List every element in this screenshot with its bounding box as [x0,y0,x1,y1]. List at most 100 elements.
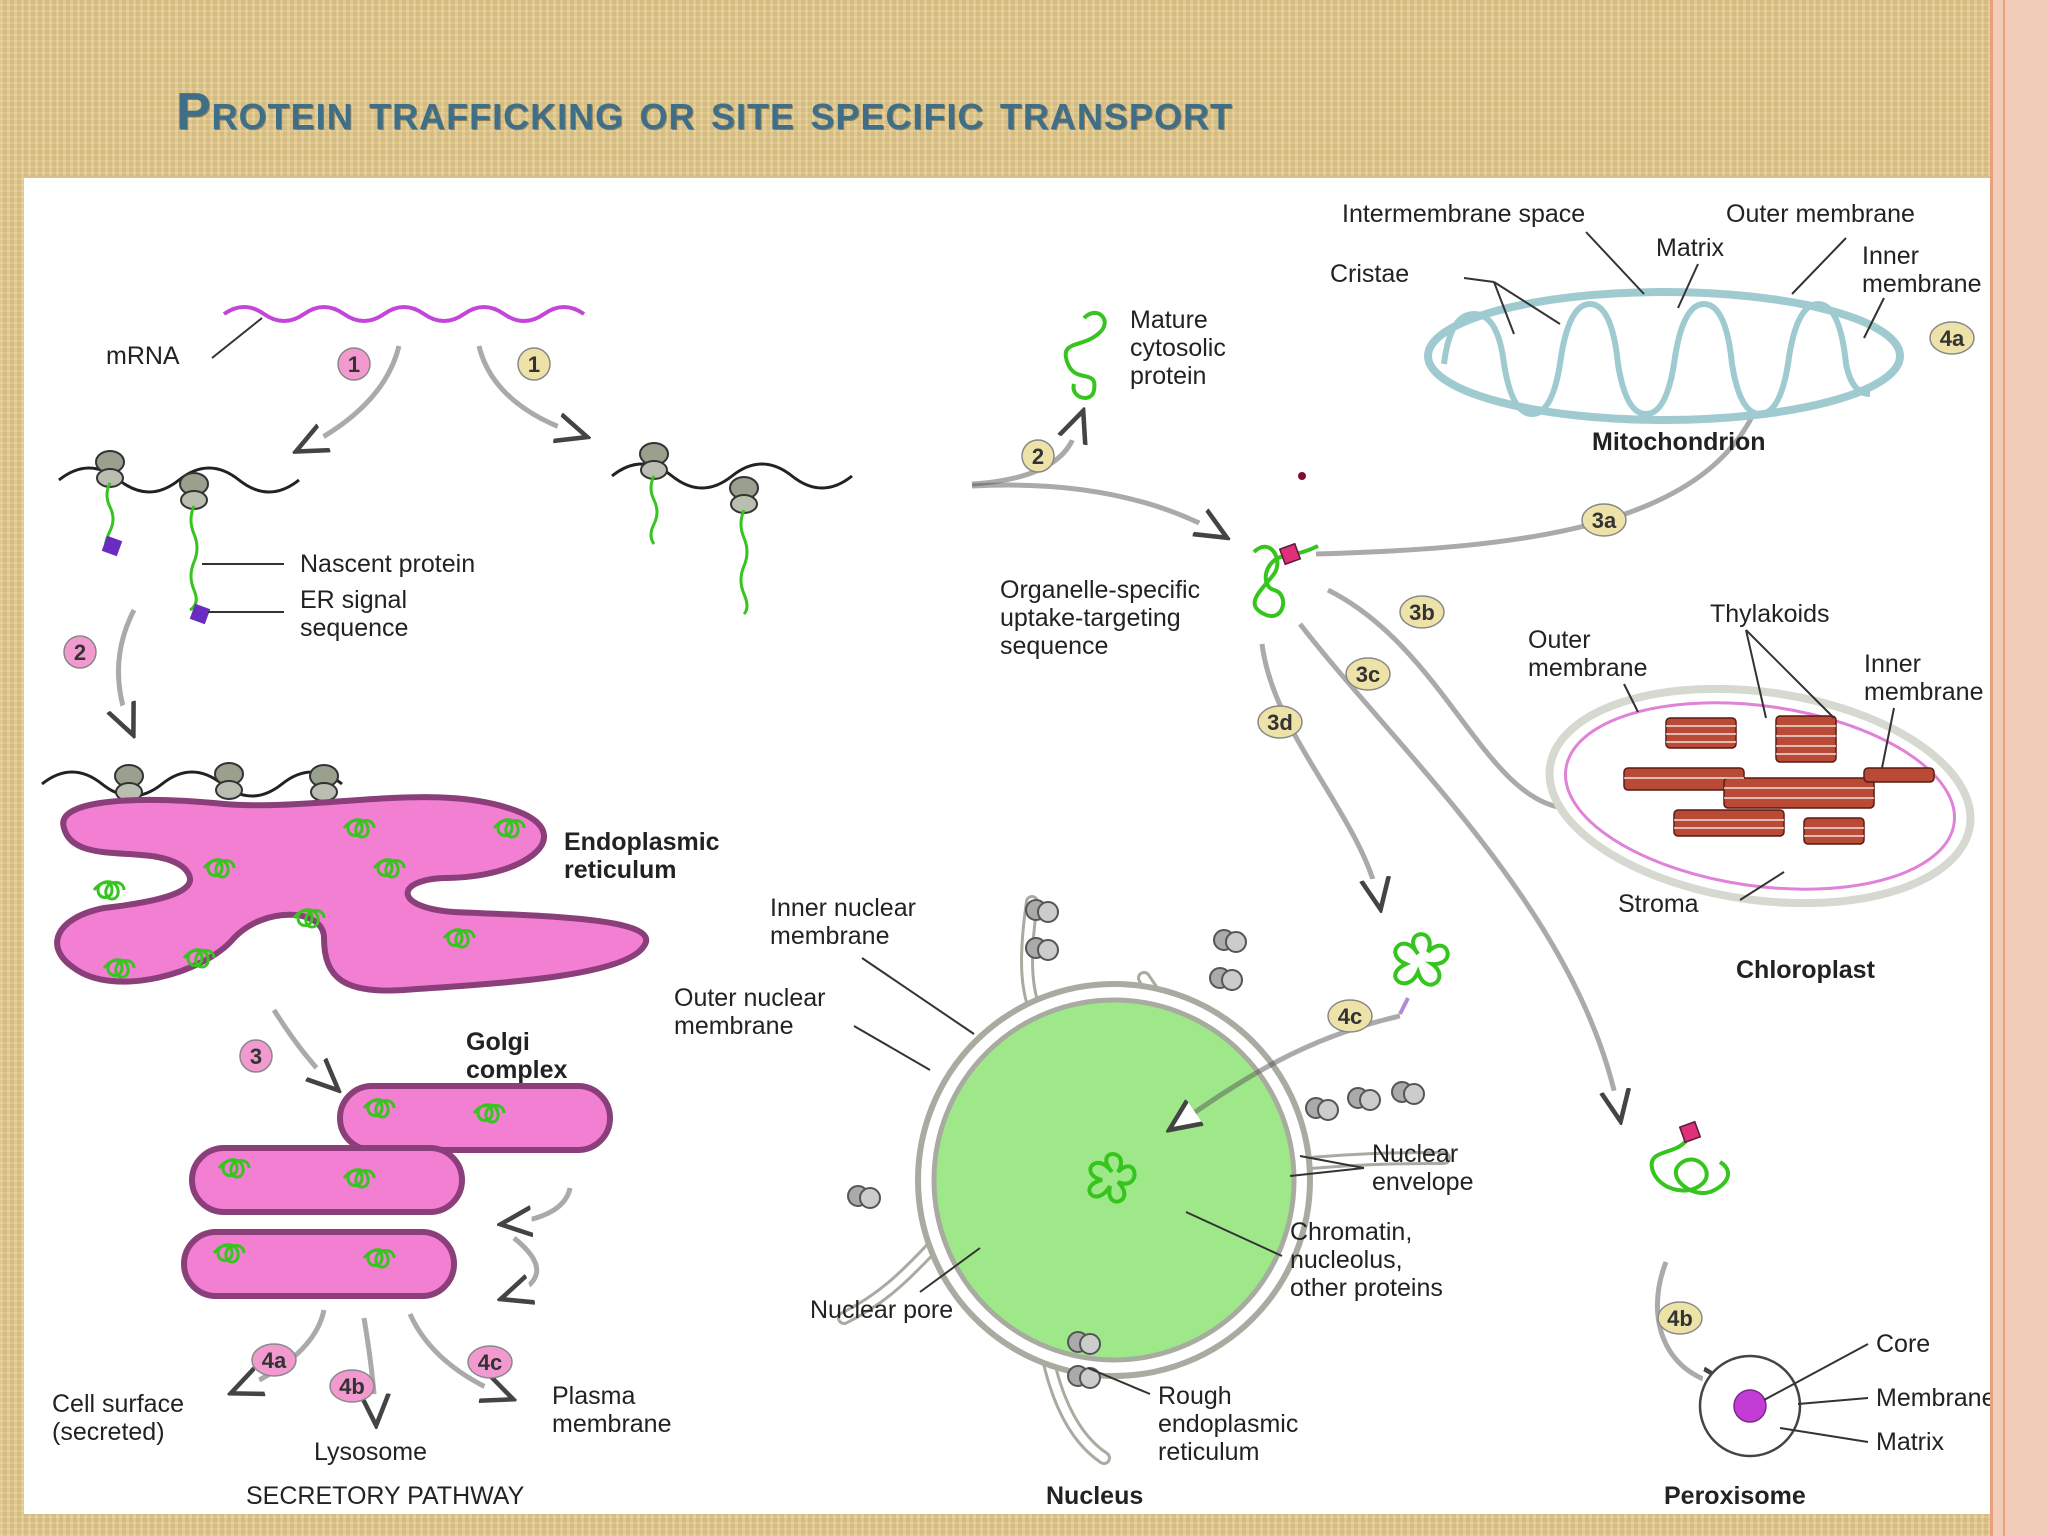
svg-text:4c: 4c [1338,1004,1362,1029]
step-1-tan-badge: 1 [517,347,551,381]
ribosome [179,472,209,510]
nucleus [915,981,1313,1379]
step-3b-badge: 3b [1399,595,1445,629]
er-signal-sequence [189,603,211,625]
step-3d-badge: 3d [1257,705,1303,739]
mitochondrion [1424,288,1904,424]
stroma-label: Stroma [1618,890,1699,918]
er-signal-sequence [101,535,123,557]
svg-text:3c: 3c [1356,662,1380,687]
mrna-strand [222,305,586,323]
svg-text:3a: 3a [1592,508,1617,533]
lysosome-label: Lysosome [314,1438,427,1466]
er-label-2: reticulum [564,856,677,884]
ribosome [95,450,125,488]
step-4a-badge: 4a [1929,321,1975,355]
mature-protein-label-2: cytosolic [1130,334,1226,362]
svg-text:1: 1 [528,352,540,377]
outer-nuclear-membrane-label-2: membrane [674,1012,794,1040]
nuclear-protein-inside [1087,1152,1137,1204]
chl-outer-membrane-label: Outer [1528,626,1591,654]
rough-er-label-3: reticulum [1158,1438,1259,1466]
arrow-3d [1259,643,1380,906]
step-4a-pink-badge: 4a [251,1343,297,1377]
er-label: Endoplasmic [564,828,720,856]
cell-surface-label-2: (secreted) [52,1418,165,1446]
arrow-2-pink [118,608,137,732]
svg-text:2: 2 [1032,444,1044,469]
nascent-protein-label: Nascent protein [300,550,475,578]
outer-nuclear-membrane-label: Outer nuclear [674,984,825,1012]
svg-text:4a: 4a [262,1348,287,1373]
cell-surface-label: Cell surface [52,1390,184,1418]
golgi-complex [181,1083,613,1299]
secretory-pathway-label: SECRETORY PATHWAY [246,1482,525,1510]
step-4b-pink-badge: 4b [329,1369,375,1403]
ribosome [309,764,339,802]
svg-text:2: 2 [74,640,86,665]
arrow-3b [1326,587,1602,808]
mrna-label: mRNA [106,342,180,370]
organelle-specific-label-2: uptake-targeting [1000,604,1181,632]
nuclear-import-protein [1393,932,1450,987]
cristae-label: Cristae [1330,260,1409,288]
rough-er-label-2: endoplasmic [1158,1410,1298,1438]
svg-text:3b: 3b [1409,600,1435,625]
golgi-label: Golgi [466,1028,530,1056]
mature-protein [1063,310,1107,400]
peroxisome-targeted-protein [1649,1136,1731,1196]
inner-nuclear-membrane-label-2: membrane [770,922,890,950]
mito-inner-membrane-label-2: membrane [1862,270,1982,298]
nuclear-envelope-label-2: envelope [1372,1168,1473,1196]
ribosome [639,442,669,480]
chl-inner-membrane-label-2: membrane [1864,678,1984,706]
arrow-3c [1298,622,1620,1118]
inner-nuclear-membrane-label: Inner nuclear [770,894,916,922]
er-signal-label: ER signal [300,586,407,614]
plasma-membrane-label: Plasma [552,1382,635,1410]
plasma-membrane-label-2: membrane [552,1410,672,1438]
step-2-tan-badge: 2 [1021,439,1055,473]
diagram-panel: mRNA 1 1 Nascent protein ER signal seque… [24,176,1990,1514]
arrow-4b-secretory [364,1317,376,1422]
chromatin-label-3: other proteins [1290,1274,1443,1302]
nuclear-pore-label: Nuclear pore [810,1296,953,1324]
mito-inner-membrane-label: Inner [1862,242,1919,270]
arrow-1-tan [476,345,584,436]
mrna-polysome-left [58,466,300,494]
mito-outer-membrane-label: Outer membrane [1726,200,1915,228]
peroxisome-membrane-label: Membrane [1876,1384,1990,1412]
step-4b-badge: 4b [1657,1301,1703,1335]
ribosome [114,764,144,802]
organelle-specific-label-3: sequence [1000,632,1108,660]
svg-text:4a: 4a [1940,326,1965,351]
chromatin-label-2: nucleolus, [1290,1246,1403,1274]
protein-trafficking-diagram: mRNA 1 1 Nascent protein ER signal seque… [41,200,1990,1510]
step-2-pink-badge: 2 [63,635,97,669]
chl-inner-membrane-label: Inner [1864,650,1921,678]
nucleus-label: Nucleus [1046,1482,1143,1510]
arrow-3-pink [271,1008,336,1088]
matrix-label: Matrix [1656,234,1725,262]
arrow-2-organelle [971,482,1224,536]
svg-text:4b: 4b [339,1374,365,1399]
organelle-specific-label: Organelle-specific [1000,576,1200,604]
step-3a-badge: 3a [1581,503,1627,537]
chl-outer-membrane-label-2: membrane [1528,654,1648,682]
peroxisome [1698,1354,1802,1458]
slide-edge-strip [1990,0,2048,1536]
peroxisome-matrix-label: Matrix [1876,1428,1945,1456]
peroxisome-label: Peroxisome [1664,1482,1806,1510]
step-3-pink-badge: 3 [239,1039,273,1073]
er-signal-label-2: sequence [300,614,408,642]
intermembrane-space-label: Intermembrane space [1342,200,1585,228]
uptake-targeting-sequence [1278,542,1302,566]
step-1-pink-badge: 1 [337,347,371,381]
golgi-label-2: complex [466,1056,568,1084]
nuclear-envelope-label: Nuclear [1372,1140,1458,1168]
arrow-1-pink [299,345,402,450]
rough-er-label: Rough [1158,1382,1232,1410]
chloroplast-label: Chloroplast [1736,956,1876,984]
arrow-4c-secretory [407,1312,510,1398]
mature-protein-label: Mature [1130,306,1208,334]
